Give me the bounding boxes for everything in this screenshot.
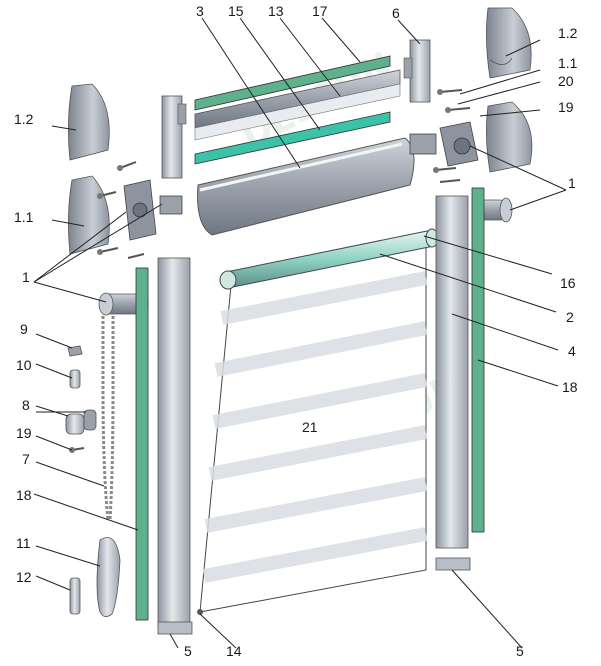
- label-5-right: 5: [516, 643, 524, 659]
- part-7-chain: [101, 316, 115, 521]
- side-rail-left: [157, 257, 191, 629]
- callout-labels: 3 15 13 17 6 1.2 1.1 20 19 1.2 1 1.1 1 1…: [14, 3, 578, 659]
- left-mechanism: [97, 161, 183, 259]
- left-bracket: [161, 95, 187, 179]
- part-1-2-cap-right: [486, 7, 532, 79]
- label-10: 10: [16, 357, 32, 373]
- part-14-bottom-bar: [197, 609, 203, 615]
- label-15: 15: [228, 3, 244, 19]
- part-10-connector: [69, 369, 81, 389]
- label-1-1-right: 1.1: [558, 55, 578, 71]
- label-12: 12: [16, 569, 32, 585]
- part-21-fabric: [199, 234, 428, 613]
- part-17-strip: [194, 55, 391, 111]
- label-1-2-left: 1.2: [14, 111, 34, 127]
- label-2: 2: [566, 309, 574, 325]
- label-19-right: 19: [558, 99, 574, 115]
- part-15-strip: [194, 111, 391, 165]
- label-1-left: 1: [22, 269, 30, 285]
- label-14: 14: [226, 643, 242, 659]
- label-3: 3: [196, 3, 204, 19]
- label-6: 6: [392, 5, 400, 21]
- label-1-2-top: 1.2: [558, 25, 578, 41]
- part-12-pin: [69, 577, 81, 615]
- label-17: 17: [312, 3, 328, 19]
- part-1-1-cap-left: [68, 175, 110, 255]
- side-rail-right: [435, 195, 469, 549]
- label-16: 16: [560, 275, 576, 291]
- right-mechanism: [409, 121, 479, 167]
- label-9: 9: [20, 321, 28, 337]
- label-1-1-left: 1.1: [14, 209, 34, 225]
- screws-right: [433, 89, 471, 183]
- label-18-left: 18: [16, 487, 32, 503]
- part-5-endcap-left: [157, 621, 193, 635]
- part-8-weight: [65, 409, 97, 435]
- part-9-stopper: [67, 345, 83, 357]
- label-19-left: 19: [16, 425, 32, 441]
- label-21: 21: [302, 419, 318, 435]
- part-1-1-cap-right: [486, 101, 533, 173]
- label-7: 7: [22, 451, 30, 467]
- part-11-handle: [96, 537, 121, 617]
- label-20: 20: [558, 73, 574, 89]
- part-1-bearing-right: [477, 197, 513, 223]
- label-11: 11: [16, 535, 31, 551]
- label-4: 4: [568, 343, 576, 359]
- label-13: 13: [268, 3, 284, 19]
- label-18-right: 18: [562, 379, 578, 395]
- part-1-2-cap-left: [68, 83, 110, 161]
- label-5-left: 5: [184, 643, 192, 659]
- part-6-bracket: [403, 39, 431, 103]
- part-18-guide-left: [135, 267, 149, 621]
- label-1-right: 1: [568, 175, 576, 191]
- part-5-endcap-right: [435, 557, 471, 571]
- label-8: 8: [22, 397, 30, 413]
- leader-lines: [33, 17, 567, 649]
